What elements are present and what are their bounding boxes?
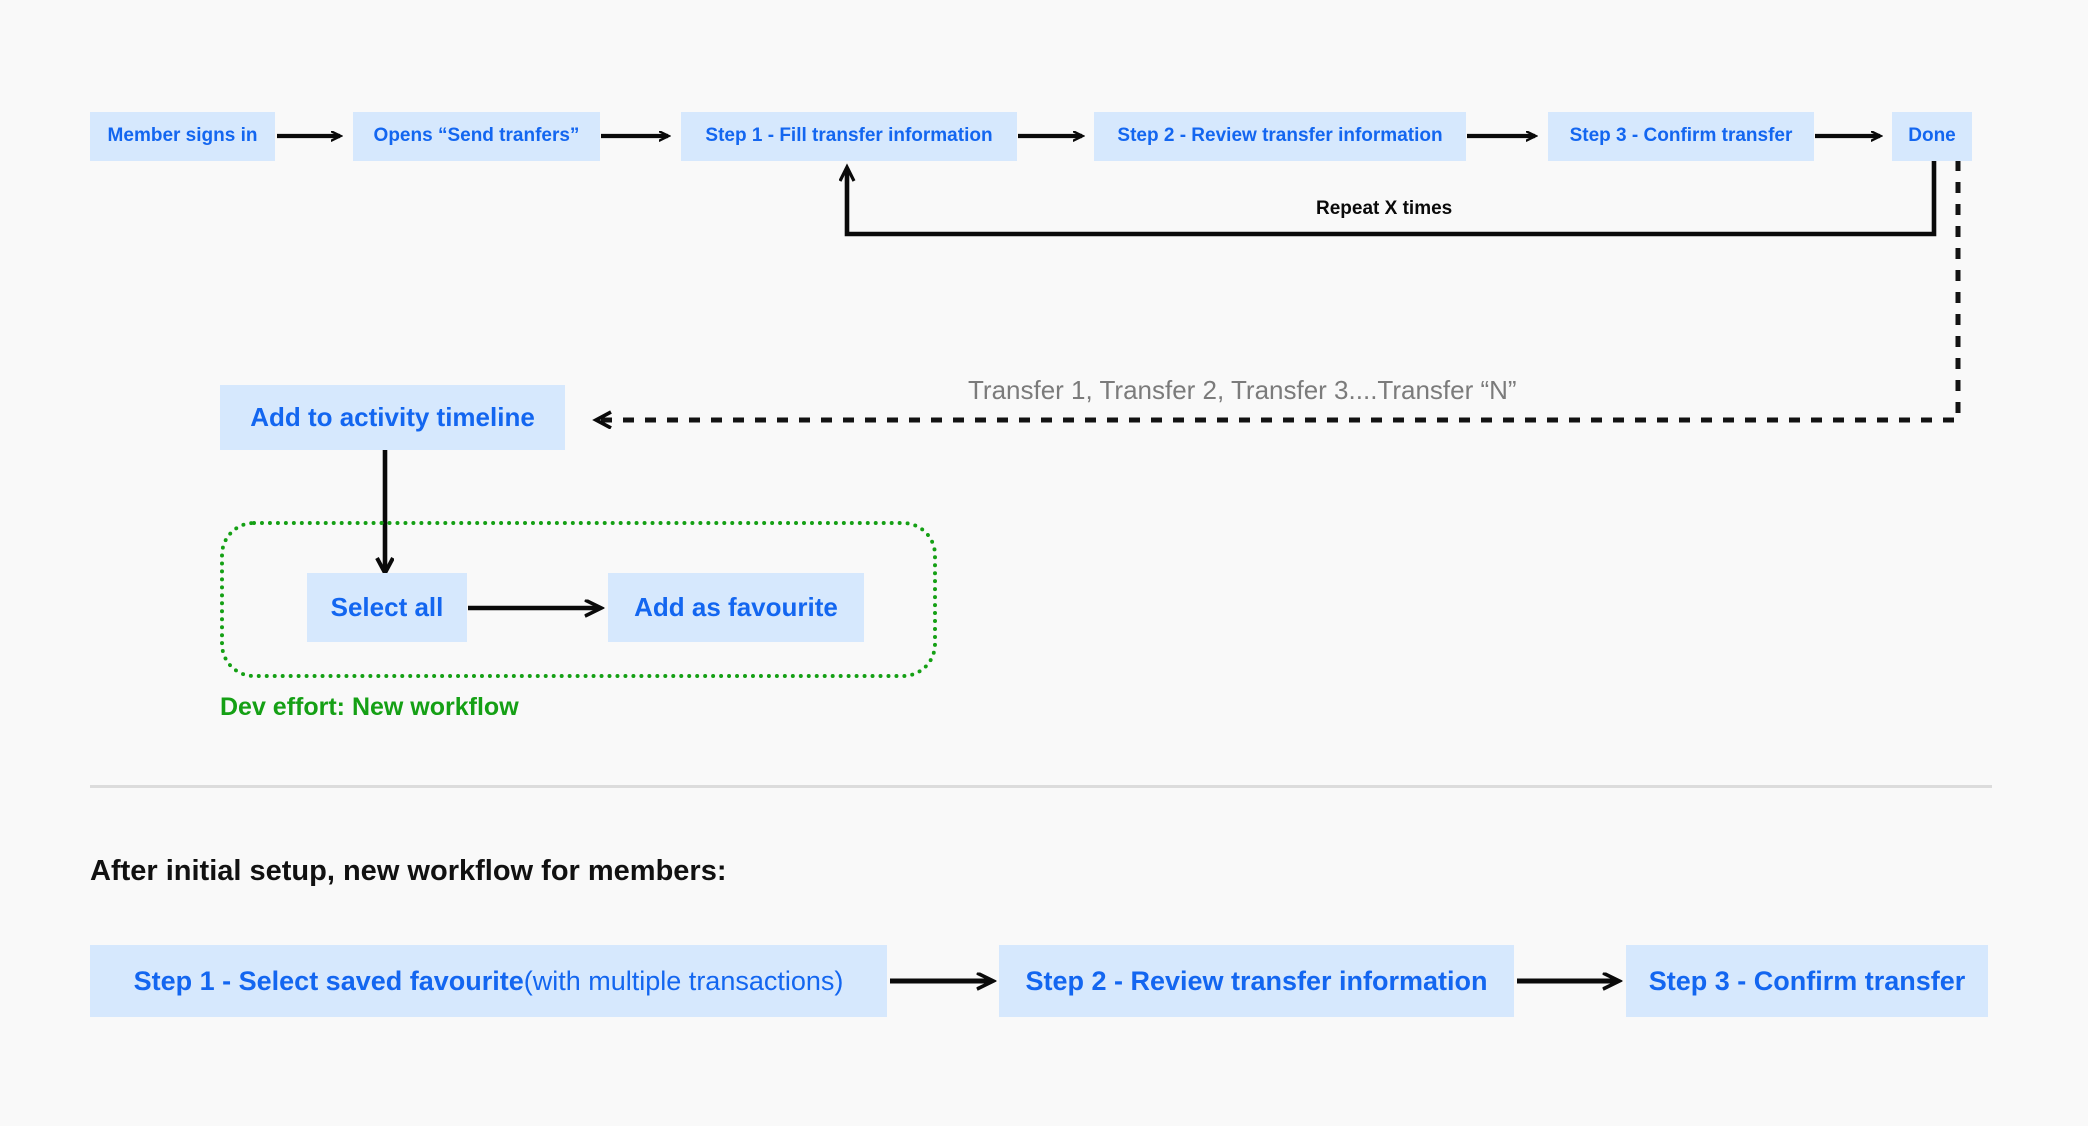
transfer-sequence-label: Transfer 1, Transfer 2, Transfer 3....Tr… [968, 375, 1517, 406]
loop-repeat-label: Repeat X times [1316, 198, 1452, 220]
node-label: Member signs in [107, 125, 258, 147]
node-select-all[interactable]: Select all [307, 573, 467, 642]
node-done[interactable]: Done [1892, 112, 1972, 161]
node-label: Done [1908, 125, 1956, 147]
node-label: Add to activity timeline [250, 401, 535, 432]
dev-effort-caption: Dev effort: New workflow [220, 693, 519, 722]
node-opens-send-transfers[interactable]: Opens “Send tranfers” [353, 112, 600, 161]
node-step-2-review[interactable]: Step 2 - Review transfer information [1094, 112, 1466, 161]
node-bottom-step-1[interactable]: Step 1 - Select saved favourite (with mu… [90, 945, 887, 1017]
node-add-as-favourite[interactable]: Add as favourite [608, 573, 864, 642]
node-label-sub: (with multiple transactions) [523, 965, 844, 996]
bottom-section-heading-text: After initial setup, new workflow for me… [90, 855, 727, 887]
loop-repeat-path [847, 160, 1937, 237]
node-step-3-confirm[interactable]: Step 3 - Confirm transfer [1548, 112, 1814, 161]
node-label: Step 3 - Confirm transfer [1648, 965, 1966, 996]
node-label: Opens “Send tranfers” [373, 125, 580, 147]
node-add-to-activity-timeline[interactable]: Add to activity timeline [220, 385, 565, 450]
node-label: Step 1 - Select saved favourite [133, 965, 524, 996]
node-bottom-step-3[interactable]: Step 3 - Confirm transfer [1626, 945, 1988, 1017]
dev-effort-group-box [220, 521, 937, 678]
node-label: Step 2 - Review transfer information [1025, 965, 1488, 996]
node-label: Add as favourite [634, 591, 838, 622]
section-divider [90, 785, 1992, 788]
node-step-1-fill[interactable]: Step 1 - Fill transfer information [681, 112, 1017, 161]
dev-effort-caption-text: Dev effort: New workflow [220, 693, 519, 721]
node-bottom-step-2[interactable]: Step 2 - Review transfer information [999, 945, 1514, 1017]
node-label: Step 3 - Confirm transfer [1569, 125, 1793, 147]
node-label: Select all [330, 591, 444, 622]
node-label: Step 2 - Review transfer information [1117, 125, 1443, 147]
node-label: Step 1 - Fill transfer information [705, 125, 993, 147]
node-member-signs-in[interactable]: Member signs in [90, 112, 275, 161]
loop-repeat-label-text: Repeat X times [1316, 198, 1453, 219]
bottom-section-heading: After initial setup, new workflow for me… [90, 855, 727, 888]
transfer-sequence-label-text: Transfer 1, Transfer 2, Transfer 3....Tr… [968, 375, 1517, 405]
